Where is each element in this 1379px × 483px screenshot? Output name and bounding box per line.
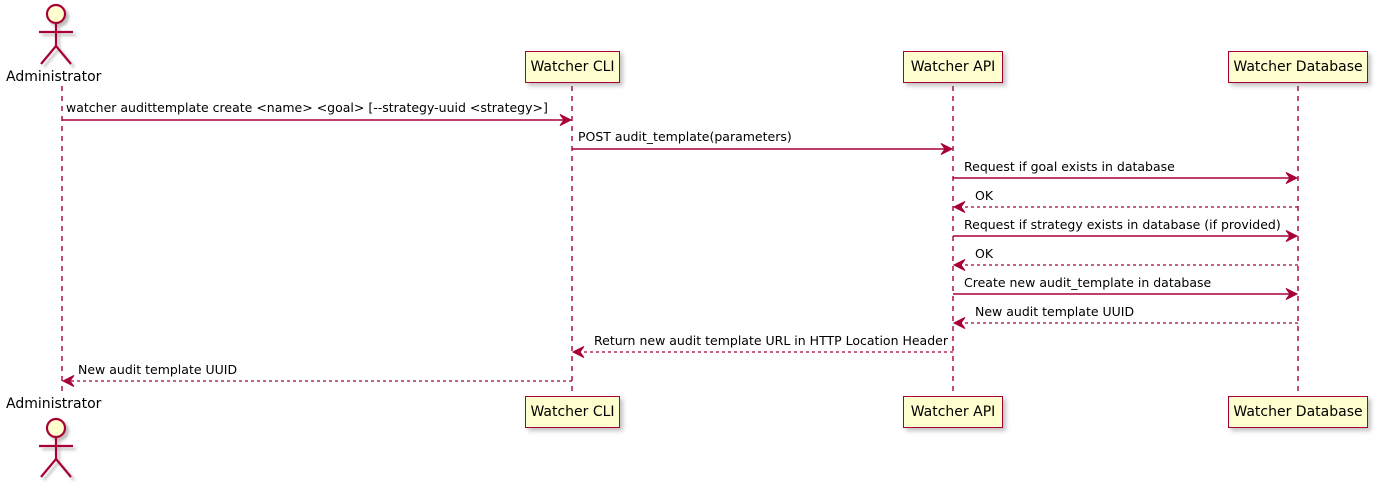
message-arrow-3 (953, 172, 1299, 184)
participant-box-watcher-cli-bottom[interactable]: Watcher CLI (525, 396, 620, 428)
message-label-6: OK (975, 246, 994, 261)
arrowhead (1285, 230, 1299, 242)
participant-label-watcher-cli-bottom: Watcher CLI (530, 404, 615, 420)
arrowhead (61, 375, 75, 387)
message-label-3: Request if goal exists in database (964, 159, 1175, 174)
arrowhead (1285, 288, 1299, 300)
message-label-2: POST audit_template(parameters) (578, 129, 792, 144)
actor-administrator-bottom (39, 417, 73, 478)
arrowhead (559, 114, 573, 126)
actor-label-administrator-bottom: Administrator (6, 396, 102, 412)
message-label-9: Return new audit template URL in HTTP Lo… (594, 333, 948, 348)
participant-label-watcher-cli: Watcher CLI (530, 59, 615, 75)
message-arrow-10 (61, 375, 572, 387)
participant-label-watcher-database-bottom: Watcher Database (1233, 404, 1363, 420)
message-lines (61, 114, 1299, 387)
participant-box-watcher-cli-top[interactable]: Watcher CLI (525, 51, 620, 83)
participant-box-watcher-api-bottom[interactable]: Watcher API (903, 396, 1003, 428)
message-arrow-8 (952, 317, 1298, 329)
participant-label-watcher-api: Watcher API (910, 59, 996, 75)
message-label-8: New audit template UUID (975, 304, 1135, 319)
message-label-4: OK (975, 188, 994, 203)
arrowhead (952, 259, 966, 271)
message-arrow-5 (953, 230, 1299, 242)
arrowhead (571, 346, 585, 358)
arrowhead (1285, 172, 1299, 184)
message-arrow-2 (572, 143, 954, 155)
actor-administrator-top (39, 3, 73, 65)
message-arrow-4 (952, 201, 1298, 213)
message-label-10: New audit template UUID (78, 362, 238, 377)
message-arrow-6 (952, 259, 1298, 271)
message-arrow-7 (953, 288, 1299, 300)
message-label-1: watcher audittemplate create <name> <goa… (66, 100, 548, 115)
arrowhead (952, 201, 966, 213)
actor-label-administrator-top: Administrator (6, 69, 102, 85)
arrowhead (940, 143, 954, 155)
message-arrow-1 (62, 114, 573, 126)
message-label-5: Request if strategy exists in database (… (964, 217, 1281, 232)
participant-box-watcher-database-top[interactable]: Watcher Database (1228, 51, 1368, 83)
participant-box-watcher-database-bottom[interactable]: Watcher Database (1228, 396, 1368, 428)
message-arrow-9 (571, 346, 953, 358)
participant-box-watcher-api-top[interactable]: Watcher API (903, 51, 1003, 83)
arrowhead (952, 317, 966, 329)
lifelines (61, 86, 1299, 396)
participant-label-watcher-api-bottom: Watcher API (910, 404, 996, 420)
participant-label-watcher-database: Watcher Database (1233, 59, 1363, 75)
message-label-7: Create new audit_template in database (964, 275, 1212, 290)
